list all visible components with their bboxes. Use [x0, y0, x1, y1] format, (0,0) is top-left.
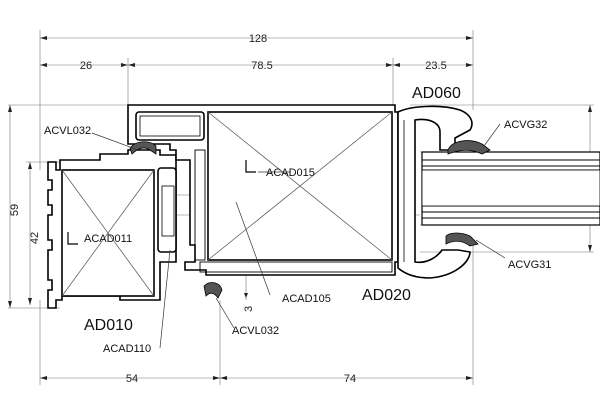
glass-pane [421, 151, 600, 226]
gasket-acvg32 [447, 140, 491, 155]
dim-height-42: 42 [29, 232, 41, 244]
dim-gap-bottom: 3 [243, 306, 255, 312]
label-acad015: ACAD015 [266, 167, 315, 179]
gasket-acvl032-bottom [203, 282, 223, 299]
label-acvl032-bottom: ACVL032 [232, 325, 279, 337]
dim-height-59: 59 [9, 204, 21, 216]
dim-bottom-left: 54 [126, 373, 138, 385]
label-ad010: AD010 [84, 317, 133, 334]
label-acvl032-top: ACVL032 [44, 125, 91, 137]
label-acad105: ACAD105 [282, 293, 331, 305]
leader-lines [91, 123, 506, 349]
dim-bottom-right: 74 [344, 373, 356, 385]
label-ad020: AD020 [362, 287, 411, 304]
profile-ad020 [127, 104, 399, 276]
dim-left: 26 [80, 60, 92, 72]
label-acvg32: ACVG32 [504, 119, 547, 131]
gasket-acvl032-top [129, 141, 157, 155]
label-ad060: AD060 [412, 85, 461, 102]
label-acad011: ACAD011 [84, 233, 132, 245]
labels: AD060 AD010 AD020 ACVL032 ACVL032 ACAD01… [44, 85, 551, 355]
dim-middle: 78.5 [251, 60, 272, 72]
profile-ad010 [47, 149, 177, 309]
label-acvg31: ACVG31 [508, 259, 551, 271]
gasket-acvg31 [445, 232, 479, 247]
gaskets [129, 140, 491, 299]
label-acad110: ACAD110 [103, 343, 151, 355]
dim-overall: 128 [249, 33, 267, 45]
dim-right: 23.5 [425, 60, 446, 72]
